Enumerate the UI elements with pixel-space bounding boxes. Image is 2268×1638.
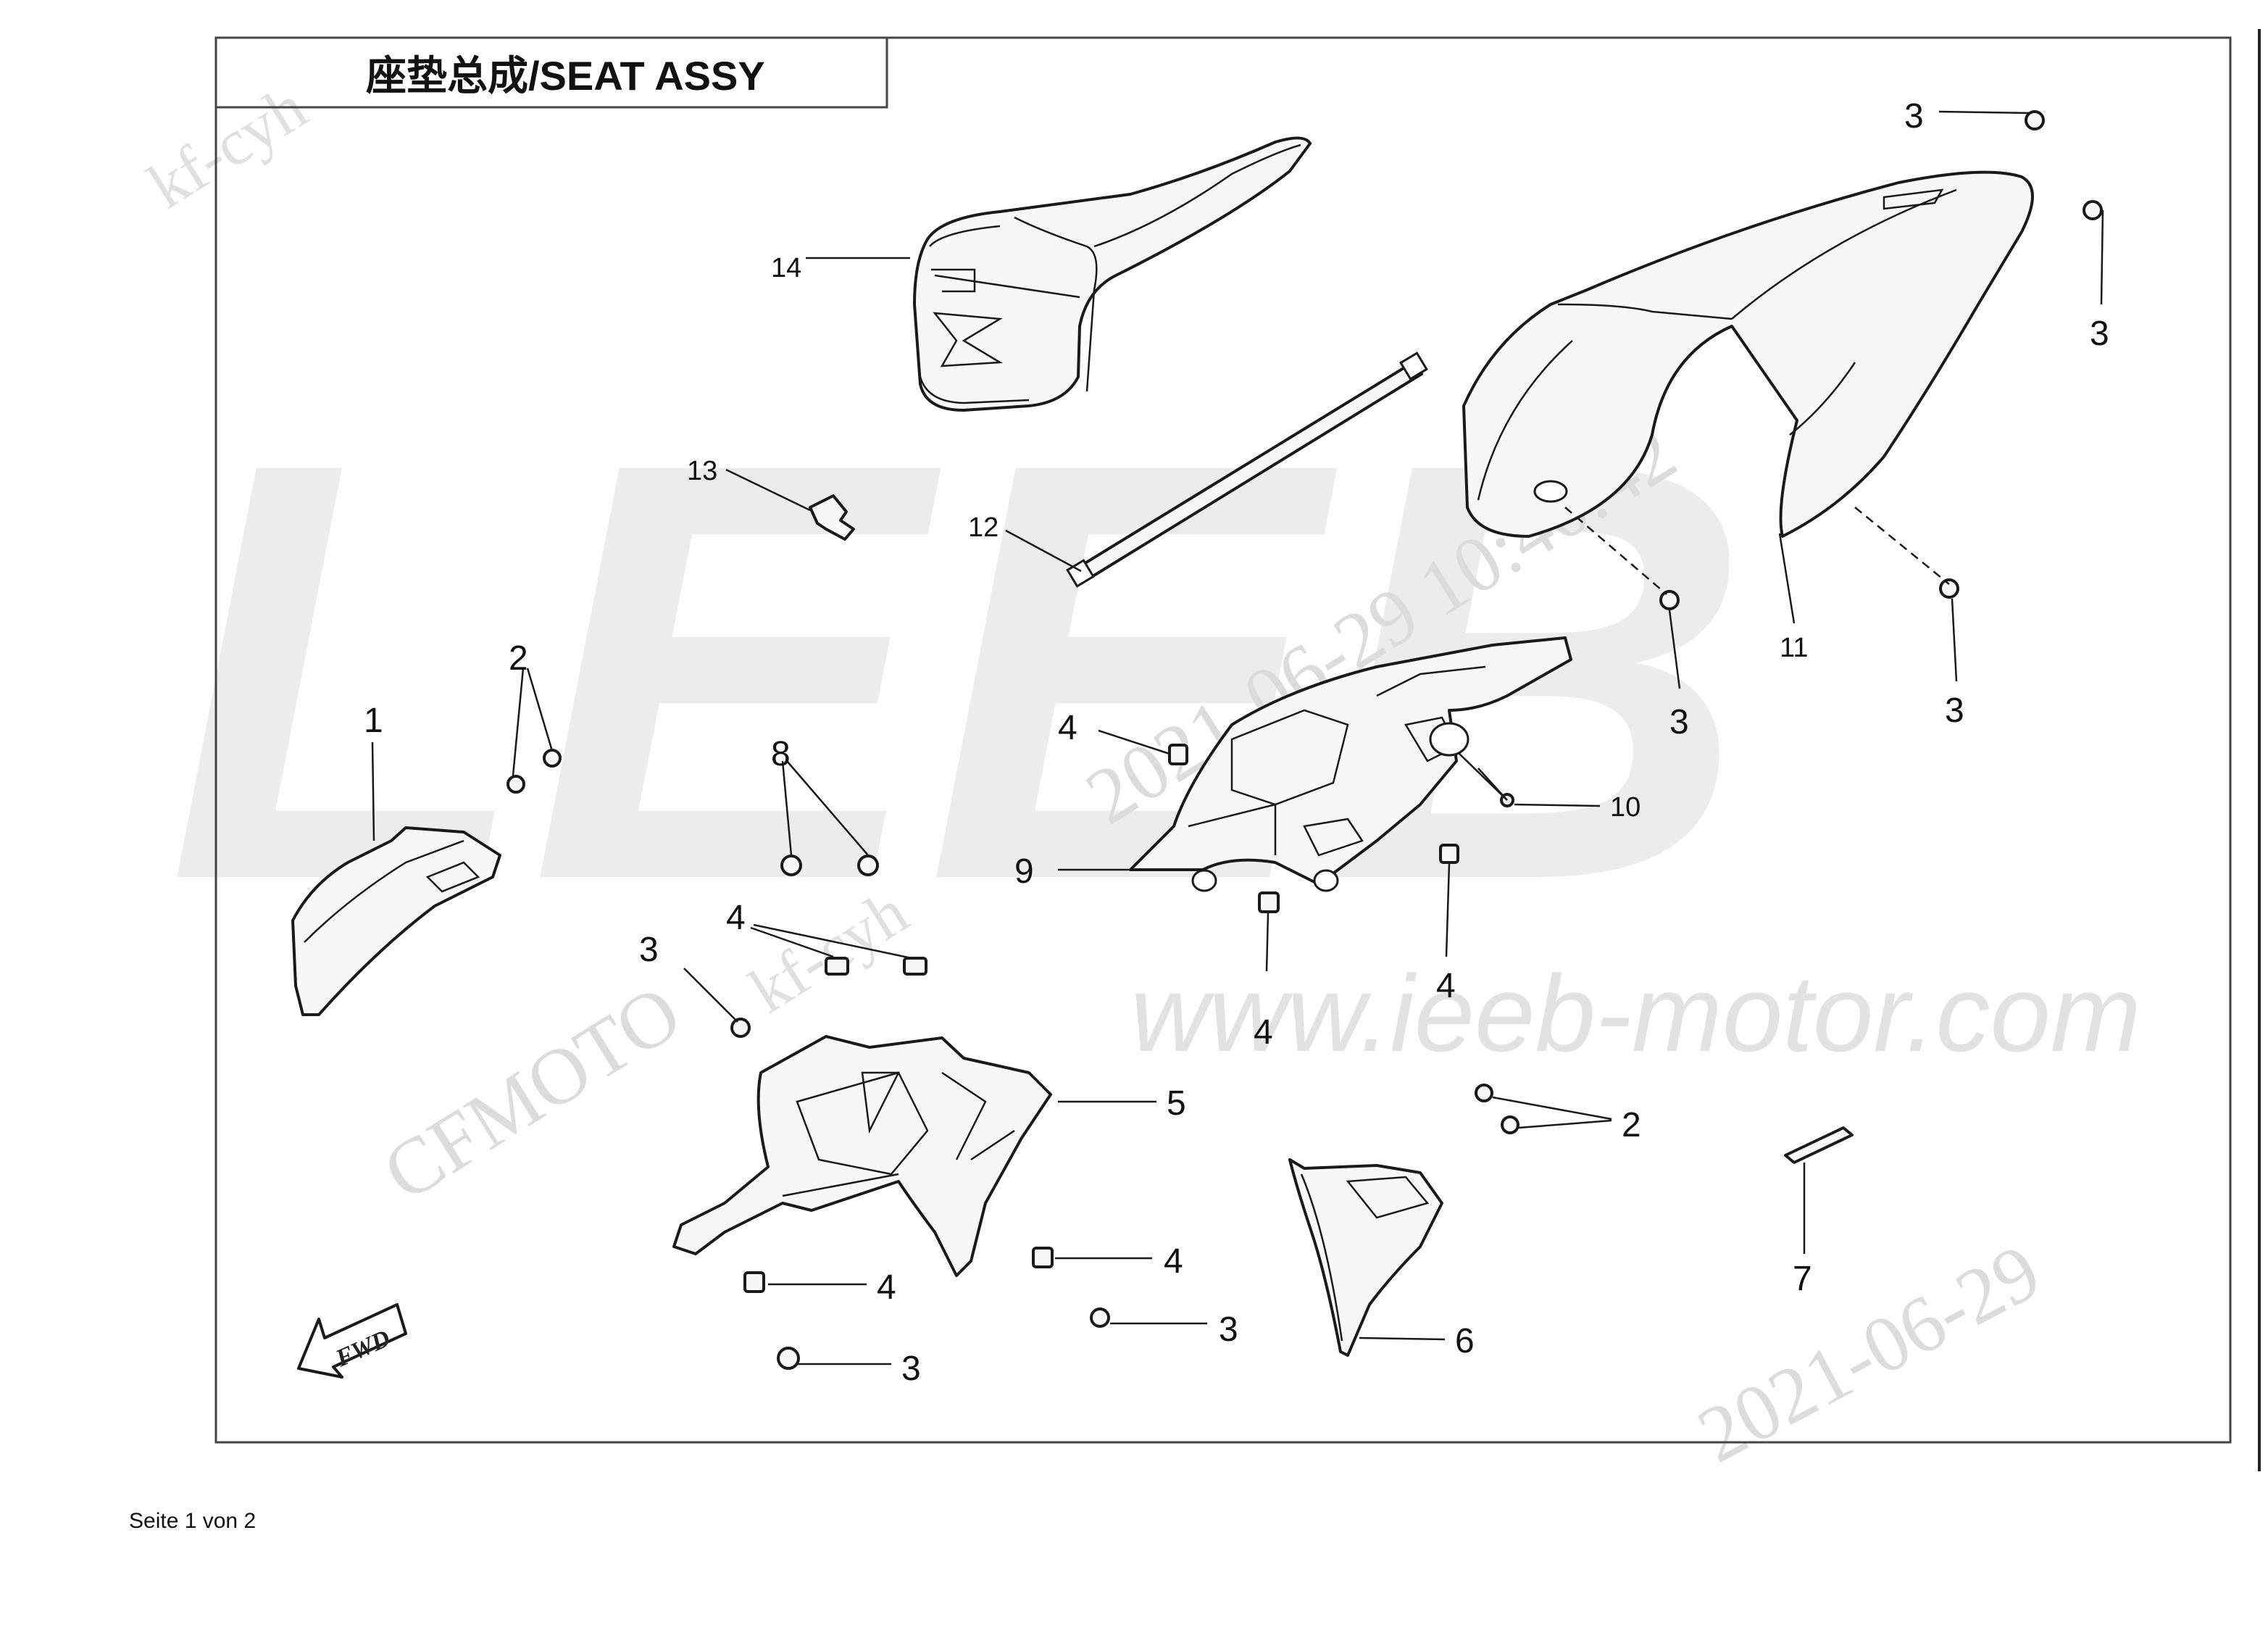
clip-4c xyxy=(1439,844,1459,864)
title-block xyxy=(216,38,888,109)
screw-3e xyxy=(730,1018,751,1038)
watermark-user-top: kf-cyh xyxy=(136,72,319,223)
part-11-seat-cowl xyxy=(1462,170,2034,538)
callout-2-right: 2 xyxy=(1622,1106,1641,1144)
screw-8a xyxy=(780,855,802,876)
bolt-2d xyxy=(1501,1115,1519,1134)
part-5-rear-inner-fender xyxy=(672,1035,1052,1277)
callout-4-bracket-top: 4 xyxy=(1058,709,1077,747)
callout-3-top-right: 3 xyxy=(2090,315,2109,353)
callout-5: 5 xyxy=(1167,1084,1186,1123)
callout-12: 12 xyxy=(968,512,998,543)
screw-3d xyxy=(1939,578,1959,599)
callout-4-bracket-bottom: 4 xyxy=(1254,1013,1273,1052)
part-14-seat xyxy=(913,136,1312,412)
callout-13: 13 xyxy=(687,456,717,486)
watermark-url: www.ieeb-motor.com xyxy=(1130,952,2141,1074)
clip-4b xyxy=(1258,891,1280,913)
callout-3-top-left: 3 xyxy=(1904,97,1924,136)
clip-4g xyxy=(1032,1247,1054,1268)
callout-11: 11 xyxy=(1780,633,1808,663)
callout-4-bracket-right: 4 xyxy=(1436,967,1456,1005)
callout-14: 14 xyxy=(771,253,801,283)
part-12-seat-strap xyxy=(1066,352,1428,588)
leader-lines xyxy=(371,110,2104,1365)
screw-3a xyxy=(2025,110,2045,130)
fwd-arrow: FWD xyxy=(297,1303,407,1379)
callout-4-fender-top: 4 xyxy=(726,899,746,937)
part-6-right-side-cover xyxy=(1288,1158,1443,1357)
bolt-2a xyxy=(506,775,525,794)
screw-3c xyxy=(1659,590,1680,610)
callout-labels: 14 13 12 11 10 9 8 7 6 5 1 2 2 3 3 3 3 3… xyxy=(364,97,2109,1388)
callout-1: 1 xyxy=(364,702,383,740)
screw-3b xyxy=(2083,200,2103,220)
callout-3-fender-top: 3 xyxy=(639,931,659,969)
callout-6: 6 xyxy=(1455,1322,1475,1360)
diagram-title: 座垫总成/SEAT ASSY xyxy=(366,53,765,99)
page-footer: Seite 1 von 2 xyxy=(129,1509,257,1533)
callout-10: 10 xyxy=(1610,792,1640,823)
clip-4e xyxy=(903,957,927,976)
callout-9: 9 xyxy=(1014,852,1034,891)
clip-4d xyxy=(825,957,849,976)
callout-4-fender-right: 4 xyxy=(1164,1242,1183,1281)
part-13-rubber-damper xyxy=(809,494,855,541)
clip-4f xyxy=(743,1271,765,1293)
callout-8: 8 xyxy=(771,735,791,773)
callout-3-cowl-left: 3 xyxy=(1669,703,1689,741)
part-7-pad xyxy=(1784,1126,1854,1164)
clip-4a xyxy=(1168,744,1188,765)
callout-7: 7 xyxy=(1793,1260,1812,1298)
bolt-2b xyxy=(543,749,562,768)
callout-3-fender-right: 3 xyxy=(1219,1310,1238,1349)
callout-2-left: 2 xyxy=(509,639,528,678)
watermark-maker: CFMOTO xyxy=(368,968,696,1218)
callout-3-cowl-right: 3 xyxy=(1945,691,1964,730)
screw-3f xyxy=(1090,1308,1110,1328)
callout-4-fender-left: 4 xyxy=(877,1268,896,1307)
screw-3g xyxy=(777,1347,800,1370)
bolt-2c xyxy=(1475,1084,1493,1102)
screw-8b xyxy=(857,855,879,876)
part-1-left-side-cover xyxy=(291,826,501,1016)
part-9-tail-bracket xyxy=(1129,636,1572,892)
callout-3-fender-bottom: 3 xyxy=(901,1350,921,1388)
drawing-frame xyxy=(214,36,2232,1444)
